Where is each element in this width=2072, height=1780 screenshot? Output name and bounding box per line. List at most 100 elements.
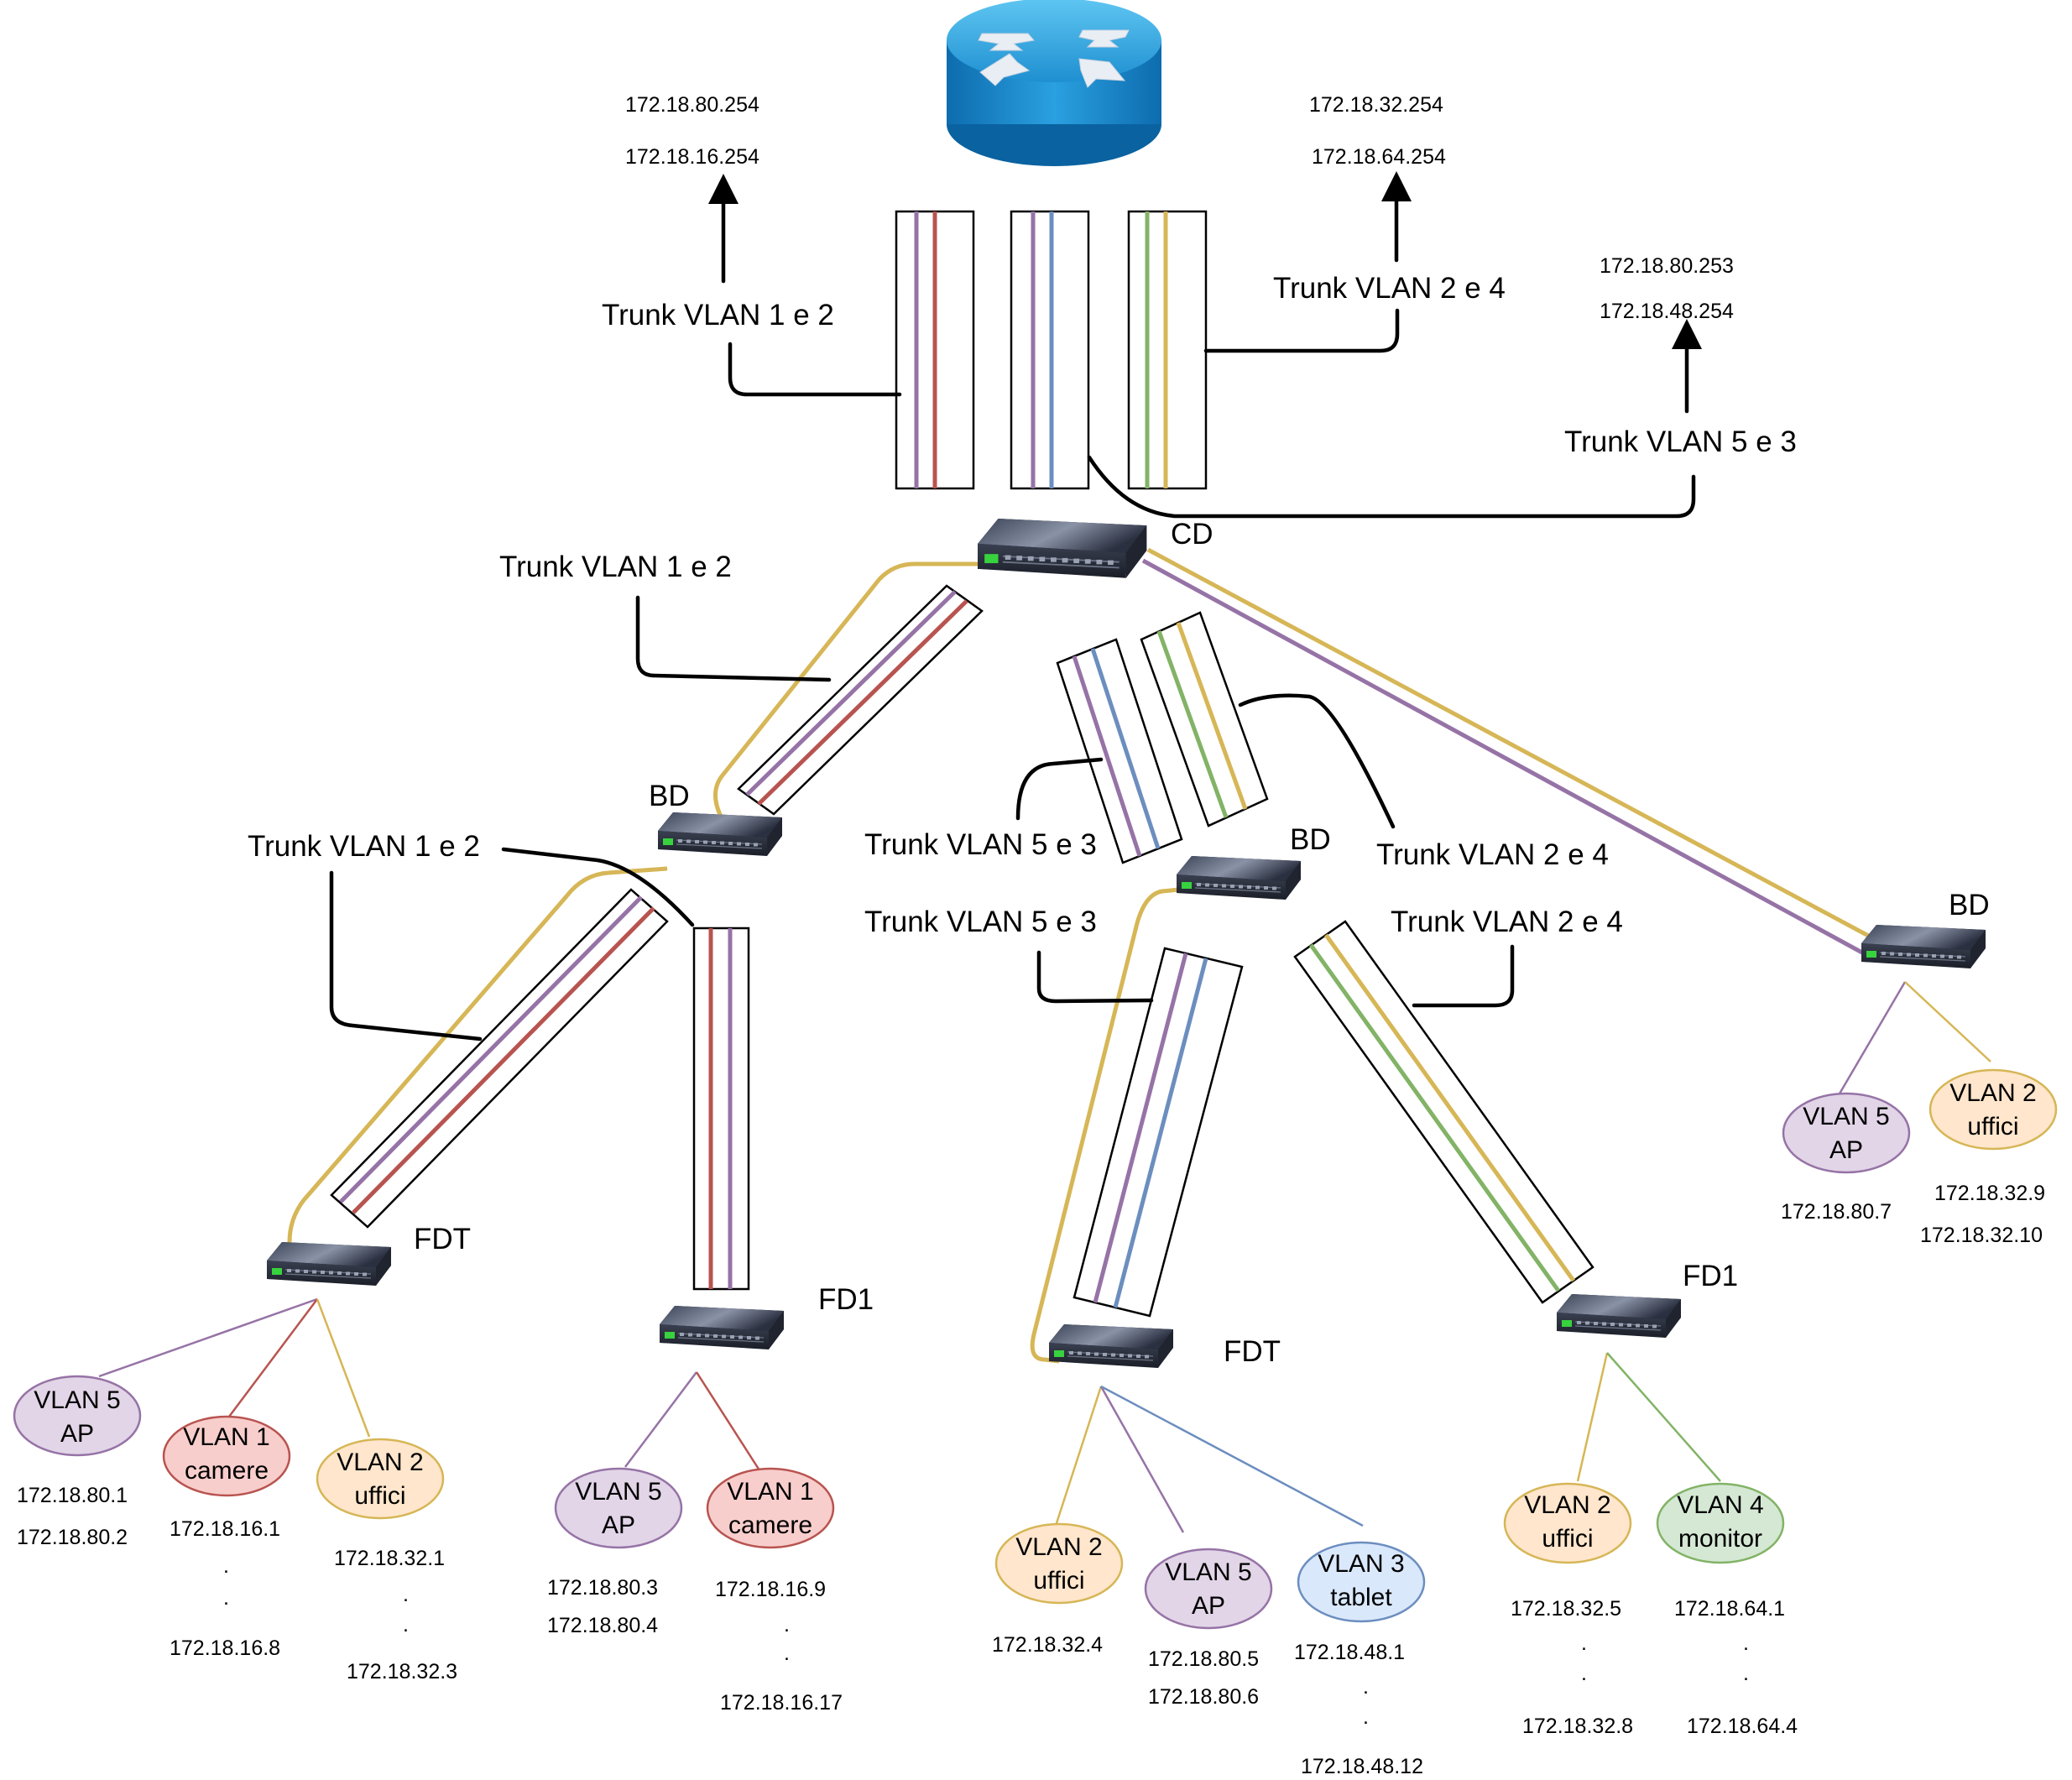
switch-label-fdt-left: FDT	[414, 1223, 471, 1255]
network-switch-icon	[1048, 1323, 1174, 1369]
svg-text:uffici: uffici	[1542, 1525, 1593, 1553]
ip-fdt-left-vlan1-3: .	[223, 1586, 229, 1610]
ip-fd1-right-vlan4-4: 172.18.64.4	[1687, 1715, 1798, 1738]
svg-text:VLAN 3: VLAN 3	[1318, 1550, 1404, 1578]
access-links	[98, 981, 1991, 1533]
callout-cd-bd-left	[635, 595, 832, 682]
callout-router-far-right	[1087, 455, 1696, 519]
ip-bd-right-vlan2-1: 172.18.32.9	[1934, 1182, 2045, 1205]
ip-fd1-right-vlan2-4: 172.18.32.8	[1522, 1715, 1633, 1738]
callout-router-right	[1203, 308, 1400, 353]
cable-cd-bd-right-vlan2	[1146, 547, 1886, 947]
callout-cd-bd-middle-b	[1238, 693, 1396, 829]
ip-fd1-left-vlan1-1: 172.18.16.9	[715, 1578, 826, 1601]
vlan-node-fd1-right-vlan2: VLAN 2 uffici	[1503, 1482, 1632, 1564]
cd-bd-left-bundle	[737, 584, 984, 816]
svg-text:uffici: uffici	[354, 1482, 405, 1510]
vlan-node-bd-right-vlan2: VLAN 2 uffici	[1928, 1068, 2058, 1151]
svg-text:tablet: tablet	[1330, 1584, 1392, 1611]
ip-fdt-mid-vlan2-1: 172.18.32.4	[992, 1633, 1103, 1657]
router-right-ip-2: 172.18.64.254	[1312, 145, 1446, 169]
router-far-right-ip-2: 172.18.48.254	[1600, 300, 1734, 323]
switch-bd-middle	[1176, 855, 1302, 900]
vlan-node-fdt-mid-vlan2: VLAN 2 uffici	[994, 1522, 1124, 1605]
trunk-label-cd-bd-middle-b: Trunk VLAN 2 e 4	[1376, 838, 1609, 871]
bd-left-fdt-bundle	[330, 888, 669, 1229]
vlan-node-bd-right-vlan5: VLAN 5 AP	[1782, 1092, 1911, 1174]
svg-text:camere: camere	[185, 1457, 269, 1485]
ip-fdt-left-vlan2-4: 172.18.32.3	[347, 1660, 457, 1683]
vlan-node-fdt-mid-vlan3: VLAN 3 tablet	[1297, 1541, 1426, 1623]
vlan-node-fdt-left-vlan5: VLAN 5 AP	[13, 1375, 142, 1457]
router-icon	[947, 0, 1161, 166]
bd-mid-fd1-bundle	[1293, 920, 1594, 1304]
cable-cd-bd-right-vlan5	[1141, 558, 1871, 959]
svg-text:VLAN 2: VLAN 2	[337, 1449, 423, 1476]
svg-text:AP: AP	[60, 1420, 94, 1448]
bd-left-fd1-bundle	[692, 927, 750, 1291]
ip-fd1-left-vlan1-2: .	[784, 1613, 790, 1636]
svg-text:VLAN 5: VLAN 5	[1165, 1558, 1251, 1586]
cable-bd-left-fdt-vlan2	[287, 866, 668, 1252]
vlan-node-fdt-left-vlan2: VLAN 2 uffici	[316, 1438, 445, 1520]
svg-text:uffici: uffici	[1967, 1113, 2018, 1141]
svg-text:AP: AP	[1192, 1592, 1225, 1620]
svg-text:camere: camere	[728, 1511, 812, 1539]
network-switch-icon	[657, 812, 783, 857]
router-left-ip-2: 172.18.16.254	[625, 145, 759, 169]
ip-fd1-left-vlan5-2: 172.18.80.4	[547, 1614, 658, 1637]
ip-fdt-mid-vlan3-2: .	[1363, 1675, 1369, 1699]
ip-fdt-mid-vlan5-1: 172.18.80.5	[1148, 1647, 1259, 1671]
ip-fdt-mid-vlan3-3: .	[1363, 1705, 1369, 1729]
switch-fd1-right	[1556, 1293, 1682, 1339]
trunk-label-cd-bd-middle-a: Trunk VLAN 5 e 3	[864, 828, 1097, 861]
cd-bd-middle-bundle-a	[1056, 638, 1183, 864]
trunk-label-router-far-right: Trunk VLAN 5 e 3	[1564, 425, 1797, 458]
ip-fdt-mid-vlan5-2: 172.18.80.6	[1148, 1685, 1259, 1709]
svg-text:VLAN 5: VLAN 5	[34, 1386, 120, 1414]
ip-fd1-right-vlan4-1: 172.18.64.1	[1674, 1597, 1785, 1621]
router-middle-bundle	[1010, 210, 1090, 490]
svg-text:VLAN 1: VLAN 1	[183, 1423, 269, 1451]
cable-bd-mid-fdt-vlan2	[1030, 887, 1180, 1364]
switch-label-fd1-right: FD1	[1683, 1260, 1738, 1292]
router-right-ip-1: 172.18.32.254	[1309, 93, 1443, 117]
switch-fd1-left	[659, 1305, 785, 1350]
ip-fdt-left-vlan2-2: .	[403, 1583, 409, 1606]
ip-fdt-mid-vlan3-1: 172.18.48.1	[1294, 1641, 1405, 1664]
ip-fd1-left-vlan5-1: 172.18.80.3	[547, 1576, 658, 1600]
bd-mid-fdt-bundle	[1073, 947, 1244, 1318]
network-switch-icon	[1556, 1293, 1682, 1339]
trunk-label-cd-bd-left: Trunk VLAN 1 e 2	[499, 551, 732, 583]
ip-fdt-left-vlan1-2: .	[223, 1554, 229, 1578]
switch-bd-left	[657, 812, 783, 857]
switch-label-bd-left: BD	[649, 780, 690, 812]
svg-text:VLAN 5: VLAN 5	[1803, 1103, 1889, 1130]
switch-fdt-middle	[1048, 1323, 1174, 1369]
svg-text:VLAN 2: VLAN 2	[1524, 1491, 1610, 1519]
trunk-label-bd-mid-fdt: Trunk VLAN 5 e 3	[864, 906, 1097, 938]
ip-fd1-right-vlan2-2: .	[1581, 1631, 1587, 1655]
ip-fd1-left-vlan1-3: .	[784, 1642, 790, 1665]
ip-fd1-left-vlan1-4: 172.18.16.17	[720, 1691, 843, 1715]
svg-text:VLAN 5: VLAN 5	[575, 1478, 661, 1506]
svg-text:VLAN 1: VLAN 1	[727, 1478, 813, 1506]
svg-text:uffici: uffici	[1033, 1567, 1084, 1595]
cd-bd-middle-bundle-b	[1140, 611, 1269, 827]
svg-text:AP: AP	[1829, 1136, 1863, 1164]
svg-text:VLAN 2: VLAN 2	[1015, 1533, 1102, 1561]
switch-label-fdt-middle: FDT	[1224, 1335, 1281, 1368]
switch-fdt-left	[266, 1241, 392, 1287]
switch-label-bd-middle: BD	[1290, 823, 1331, 856]
ip-fd1-right-vlan2-3: .	[1581, 1662, 1587, 1685]
ip-fdt-left-vlan2-3: .	[403, 1613, 409, 1636]
callout-bd-left-down	[329, 847, 695, 1041]
callout-bd-mid-fdt	[1036, 950, 1154, 1004]
callout-router-left	[728, 342, 902, 397]
ip-bd-right-vlan5-1: 172.18.80.7	[1781, 1200, 1892, 1224]
callout-bd-mid-fd1	[1412, 944, 1515, 1008]
callout-cd-bd-middle-a	[1015, 757, 1104, 821]
svg-text:VLAN 4: VLAN 4	[1677, 1491, 1763, 1519]
trunk-label-router-right: Trunk VLAN 2 e 4	[1273, 272, 1506, 305]
cable-cd-bd-left-vlan2	[713, 561, 978, 820]
